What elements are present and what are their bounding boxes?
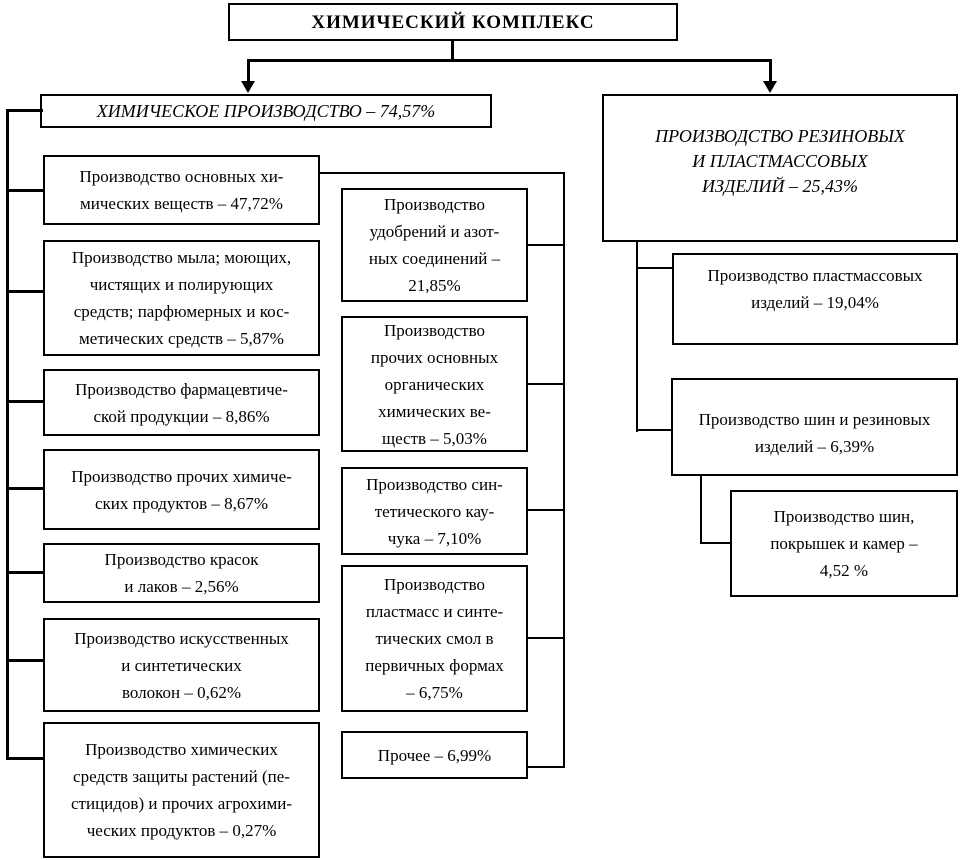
connector-stub-plastics-primary <box>527 637 563 639</box>
connector-stub-plastic-products <box>636 267 672 269</box>
node-plastics-primary-forms: Производство пластмасс и синте- тических… <box>341 565 528 712</box>
node-synthetic-rubber: Производство син- тетического кау- чука … <box>341 467 528 555</box>
connector-stub-basic-chemicals <box>6 189 43 192</box>
node-plastic-products: Производство пластмассовых изделий – 19,… <box>672 253 958 345</box>
connector-stub-pesticides <box>6 757 43 760</box>
node-other-basic-organic-chemicals: Производство прочих основных органически… <box>341 316 528 452</box>
node-rubber-plastic-production-header: ПРОИЗВОДСТВО РЕЗИНОВЫХ И ПЛАСТМАССОВЫХ И… <box>602 94 958 242</box>
arrow-down-right-icon <box>763 81 777 93</box>
connector-left-branch-stem <box>247 59 250 83</box>
node-basic-chemicals: Производство основных хи- мических вещес… <box>43 155 320 225</box>
node-other-chemical-products: Производство прочих химиче- ских продукт… <box>43 449 320 530</box>
connector-stub-tires-rubber <box>636 429 672 431</box>
connector-stub-pharma <box>6 400 43 403</box>
connector-stub-other <box>527 766 563 768</box>
connector-stub-other-chem <box>6 487 43 490</box>
connector-right-branch-stem <box>769 59 772 83</box>
connector-stub-left-header <box>6 109 43 112</box>
node-tires-covers-tubes: Производство шин, покрышек и камер – 4,5… <box>730 490 958 597</box>
node-other: Прочее – 6,99% <box>341 731 528 779</box>
node-paints-varnishes: Производство красок и лаков – 2,56% <box>43 543 320 603</box>
node-artificial-synthetic-fibers: Производство искусственных и синтетическ… <box>43 618 320 712</box>
node-tires-rubber-products: Производство шин и резиновых изделий – 6… <box>671 378 958 476</box>
node-fertilizers-nitrogen: Производство удобрений и азот- ных соеди… <box>341 188 528 302</box>
node-chemical-complex: ХИМИЧЕСКИЙ КОМПЛЕКС <box>228 3 678 41</box>
connector-stub-paints <box>6 571 43 574</box>
connector-basic-chemicals-branch <box>320 172 565 174</box>
node-pesticides-agrochemicals: Производство химических средств защиты р… <box>43 722 320 858</box>
connector-stub-fertilizers <box>527 244 563 246</box>
connector-tires-drop <box>700 474 702 544</box>
node-chemical-production-header: ХИМИЧЕСКОЕ ПРОИЗВОДСТВО – 74,57% <box>40 94 492 128</box>
connector-stub-organic-chemicals <box>527 383 563 385</box>
connector-stub-soap <box>6 290 43 293</box>
connector-stub-fibers <box>6 659 43 662</box>
node-soap-detergents-cosmetics: Производство мыла; моющих, чистящих и по… <box>43 240 320 356</box>
connector-left-spine <box>6 109 9 760</box>
node-pharmaceuticals: Производство фармацевтиче- ской продукци… <box>43 369 320 436</box>
connector-root-stem <box>451 41 454 62</box>
connector-right-spine <box>636 242 638 432</box>
connector-stub-tires-tubes <box>700 542 730 544</box>
connector-middle-spine <box>563 172 565 768</box>
connector-root-split <box>247 59 771 62</box>
connector-stub-synthetic-rubber <box>527 509 563 511</box>
arrow-down-left-icon <box>241 81 255 93</box>
